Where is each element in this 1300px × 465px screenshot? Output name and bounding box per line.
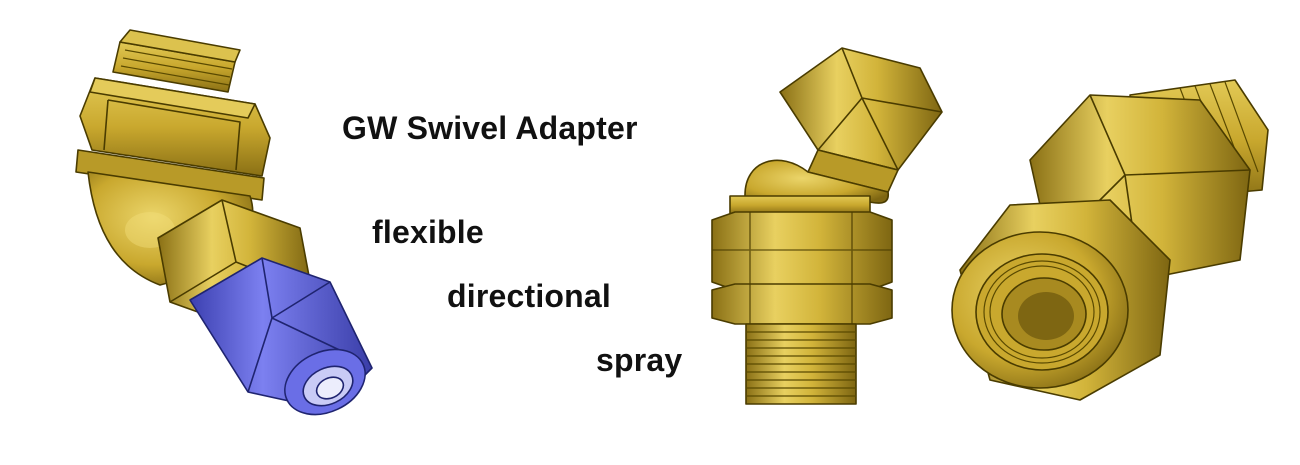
top-thread xyxy=(112,29,241,93)
bottom-thread xyxy=(745,323,857,405)
top-hex-nut xyxy=(79,77,271,177)
swivel-adapter-with-blue-nozzle xyxy=(75,29,373,416)
page-title: GW Swivel Adapter xyxy=(342,110,638,146)
blue-nozzle xyxy=(189,257,373,416)
upper-hex-nut xyxy=(711,211,893,291)
swivel-adapter-side-view xyxy=(711,47,943,405)
front-bore xyxy=(951,231,1129,389)
keyword-directional: directional xyxy=(447,278,612,314)
angled-hex-cap xyxy=(779,47,943,193)
lower-hex-nut xyxy=(711,283,893,325)
collar xyxy=(75,149,265,201)
swivel-adapter-end-view xyxy=(951,79,1269,401)
keyword-spray: spray xyxy=(596,342,683,378)
keyword-flexible: flexible xyxy=(372,214,484,250)
